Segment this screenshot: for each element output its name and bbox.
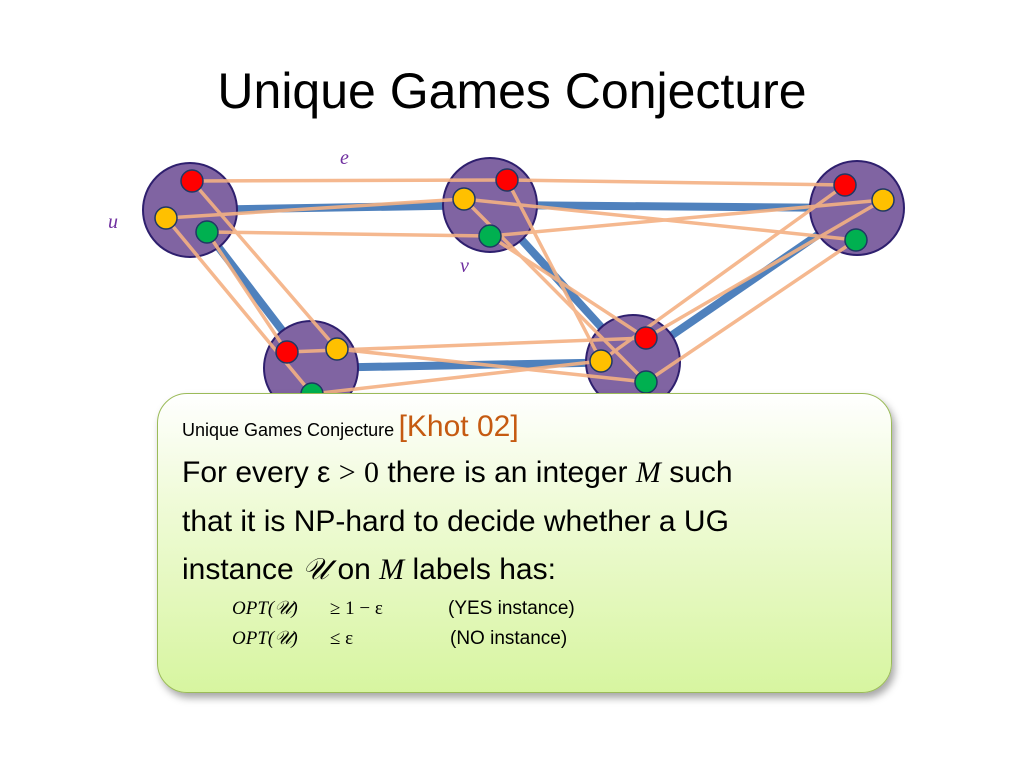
statement-text: labels has: bbox=[412, 553, 556, 586]
statement-line-1: For every ε > 0 there is an integer M su… bbox=[182, 456, 733, 490]
statement-text: there is an integer bbox=[387, 456, 628, 489]
no-relation: ≤ ε bbox=[330, 628, 354, 649]
conjecture-heading: Unique Games Conjecture bbox=[182, 420, 395, 440]
yes-formula: OPT(𝒰) bbox=[232, 598, 298, 619]
red-label-dot bbox=[833, 173, 857, 197]
green-label-dot bbox=[844, 228, 868, 252]
no-instance-note: (NO instance) bbox=[450, 628, 568, 649]
red-label-dot bbox=[495, 168, 519, 192]
math-zero: 0 bbox=[364, 456, 380, 489]
yes-relation: ≥ 1 − ε bbox=[330, 598, 383, 619]
edge-label-e: e bbox=[340, 147, 349, 169]
yellow-label-dot bbox=[325, 337, 349, 361]
vertex-label-v: v bbox=[460, 255, 469, 277]
math-U: 𝒰 bbox=[302, 553, 330, 586]
statement-line-2: that it is NP-hard to decide whether a U… bbox=[182, 505, 729, 538]
yellow-label-dot bbox=[154, 206, 178, 230]
red-label-dot bbox=[275, 340, 299, 364]
red-label-dot bbox=[180, 169, 204, 193]
conjecture-heading-line: Unique Games Conjecture [Khot 02] bbox=[182, 410, 519, 444]
math-M: M bbox=[379, 553, 405, 586]
red-label-dot bbox=[634, 326, 658, 350]
yes-instance-note: (YES instance) bbox=[448, 598, 575, 619]
citation: [Khot 02] bbox=[398, 410, 519, 443]
conjecture-box bbox=[157, 393, 892, 693]
green-label-dot bbox=[478, 224, 502, 248]
math-greater-than: > bbox=[338, 456, 356, 489]
statement-text: such bbox=[669, 456, 733, 489]
yellow-label-dot bbox=[452, 187, 476, 211]
no-formula: OPT(𝒰) bbox=[232, 628, 298, 649]
statement-text: on bbox=[337, 553, 371, 586]
math-M: M bbox=[635, 456, 661, 489]
yellow-label-dot bbox=[871, 188, 895, 212]
yellow-label-dot bbox=[589, 349, 613, 373]
green-label-dot bbox=[634, 370, 658, 394]
statement-text: For every ε bbox=[182, 456, 331, 489]
slide-title: Unique Games Conjecture bbox=[217, 63, 807, 119]
statement-line-3: instance 𝒰 on M labels has: bbox=[182, 553, 556, 587]
statement-text: instance bbox=[182, 553, 294, 586]
constraint-edges bbox=[164, 178, 885, 396]
vertex-label-u: u bbox=[108, 211, 118, 233]
green-label-dot bbox=[195, 220, 219, 244]
label-dots bbox=[154, 168, 895, 406]
